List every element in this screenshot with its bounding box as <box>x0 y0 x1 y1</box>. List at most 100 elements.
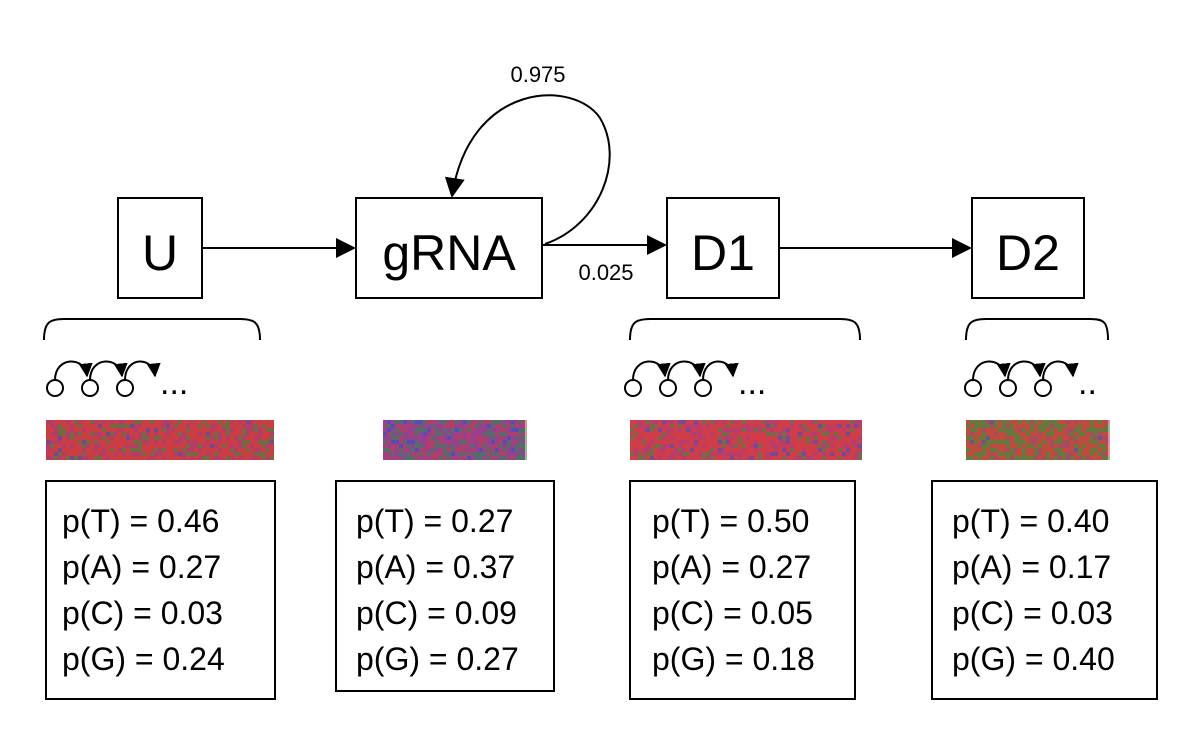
sequence-cell <box>790 424 794 428</box>
sequence-cell <box>463 432 467 436</box>
sequence-cell <box>194 428 198 432</box>
sequence-cell <box>519 424 523 428</box>
sequence-cell <box>1034 444 1038 448</box>
sequence-cell <box>630 444 634 448</box>
sequence-cell <box>166 420 170 424</box>
sequence-cell <box>383 436 387 440</box>
sequence-cell <box>150 456 154 460</box>
sequence-cell <box>391 448 395 452</box>
sequence-cell <box>487 448 491 452</box>
sequence-cell <box>158 440 162 444</box>
sequence-cell <box>714 444 718 448</box>
sequence-cell <box>998 420 1002 424</box>
sequence-cell <box>1066 440 1070 444</box>
sequence-cell <box>810 444 814 448</box>
sequence-cell <box>391 452 395 456</box>
sequence-cell <box>134 436 138 440</box>
sequence-cell <box>86 456 90 460</box>
sequence-cell <box>515 424 519 428</box>
sequence-cell <box>1082 432 1086 436</box>
sequence-cell <box>423 448 427 452</box>
sequence-cell <box>238 456 242 460</box>
sequence-cell <box>674 452 678 456</box>
sequence-cell <box>786 436 790 440</box>
sequence-cell <box>1086 444 1090 448</box>
sequence-cell <box>974 420 978 424</box>
sequence-cell <box>130 456 134 460</box>
sequence-cell <box>395 440 399 444</box>
sequence-cell <box>970 440 974 444</box>
sequence-cell <box>427 452 431 456</box>
sequence-cell <box>399 432 403 436</box>
sequence-cell <box>1070 424 1074 428</box>
sequence-cell <box>479 420 483 424</box>
sequence-cell <box>754 448 758 452</box>
sequence-cell <box>1046 432 1050 436</box>
sequence-cell <box>674 444 678 448</box>
sequence-cell <box>1010 440 1014 444</box>
sequence-cell <box>250 444 254 448</box>
sequence-cell <box>403 456 407 460</box>
sequence-cell <box>74 444 78 448</box>
sequence-cell <box>686 432 690 436</box>
sequence-cell <box>387 456 391 460</box>
sequence-cell <box>254 448 258 452</box>
sequence-cell <box>395 424 399 428</box>
sequence-cell <box>678 436 682 440</box>
sequence-cell <box>1082 424 1086 428</box>
sequence-cell <box>242 444 246 448</box>
sequence-cell <box>134 432 138 436</box>
sequence-cell <box>431 436 435 440</box>
sequence-cell <box>690 424 694 428</box>
sequence-cell <box>786 420 790 424</box>
sequence-cell <box>154 456 158 460</box>
sequence-cell <box>822 448 826 452</box>
sequence-cell <box>455 428 459 432</box>
sequence-cell <box>986 424 990 428</box>
sequence-cell <box>158 428 162 432</box>
sequence-cell <box>182 424 186 428</box>
sequence-cell <box>974 452 978 456</box>
sequence-cell <box>387 424 391 428</box>
sequence-cell <box>1018 424 1022 428</box>
sequence-cell <box>1018 420 1022 424</box>
sequence-cell <box>447 432 451 436</box>
sequence-cell <box>1062 436 1066 440</box>
sequence-cell <box>1066 428 1070 432</box>
sequence-cell <box>838 444 842 448</box>
sequence-cell <box>451 424 455 428</box>
sequence-cell <box>690 432 694 436</box>
sequence-cell <box>858 440 862 444</box>
sequence-cell <box>270 456 274 460</box>
sequence-cell <box>70 420 74 424</box>
sequence-cell <box>194 448 198 452</box>
sequence-cell <box>1006 452 1010 456</box>
sequence-cell <box>750 436 754 440</box>
sequence-cell <box>431 440 435 444</box>
sequence-cell <box>722 440 726 444</box>
sequence-cell <box>495 436 499 440</box>
sequence-cell <box>650 448 654 452</box>
sequence-cell <box>738 452 742 456</box>
sequence-cell <box>846 444 850 448</box>
sequence-cell <box>166 448 170 452</box>
sequence-cell <box>170 444 174 448</box>
sequence-cell <box>858 432 862 436</box>
sequence-cell <box>1042 456 1046 460</box>
chain-ellipsis: ... <box>160 364 188 402</box>
sequence-cell <box>702 444 706 448</box>
sequence-cell <box>842 444 846 448</box>
sequence-cell <box>634 452 638 456</box>
sequence-cell <box>750 444 754 448</box>
sequence-cell <box>1066 448 1070 452</box>
sequence-cell <box>670 420 674 424</box>
sequence-cell <box>515 436 519 440</box>
sequence-cell <box>818 432 822 436</box>
sequence-cell <box>634 424 638 428</box>
sequence-cell <box>666 440 670 444</box>
sequence-cell <box>98 436 102 440</box>
sequence-cell <box>714 428 718 432</box>
sequence-cell <box>670 448 674 452</box>
sequence-cell <box>678 448 682 452</box>
sequence-cell <box>122 424 126 428</box>
